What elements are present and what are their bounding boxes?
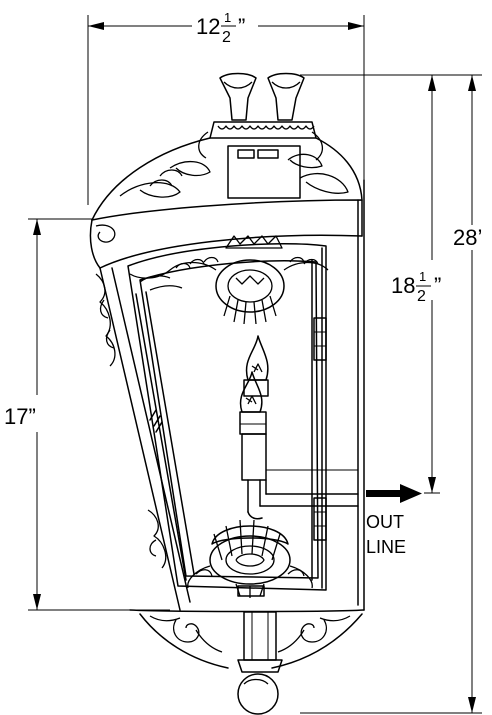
bottom-base bbox=[129, 609, 365, 715]
fixture-height-inch-mark: ” bbox=[434, 273, 441, 298]
fixture-height-numerator: 1 bbox=[419, 269, 426, 284]
top-finial bbox=[209, 72, 317, 199]
backplate-height-dimension: 17” bbox=[4, 218, 170, 611]
out-label: OUT bbox=[366, 512, 404, 532]
width-whole: 12 bbox=[196, 14, 220, 39]
upper-crest-ornament bbox=[129, 235, 329, 325]
width-numerator: 1 bbox=[224, 10, 231, 25]
width-inch-mark: ” bbox=[238, 14, 245, 39]
width-dimension: 12 1 2 ” bbox=[87, 10, 365, 205]
fixture-height-whole: 18 bbox=[391, 273, 415, 298]
outlet-arrow: OUT LINE bbox=[366, 484, 422, 557]
lantern-body bbox=[95, 243, 327, 611]
width-denominator: 2 bbox=[222, 29, 231, 46]
gas-pipe bbox=[247, 469, 359, 520]
door-hinges bbox=[313, 317, 327, 541]
roof-canopy bbox=[89, 131, 363, 269]
backplate-height-label: 17” bbox=[4, 404, 36, 429]
fixture-height-dimension: 18 1 2 ” bbox=[391, 75, 441, 494]
lower-crest-ornament bbox=[187, 519, 313, 598]
wall-backplate bbox=[357, 179, 365, 611]
line-label: LINE bbox=[366, 537, 406, 557]
overall-height-label: 28’ bbox=[453, 225, 482, 250]
fixture-height-denominator: 2 bbox=[417, 288, 426, 305]
candle-cluster bbox=[239, 335, 269, 481]
overall-height-dimension: 28’ bbox=[300, 74, 482, 714]
